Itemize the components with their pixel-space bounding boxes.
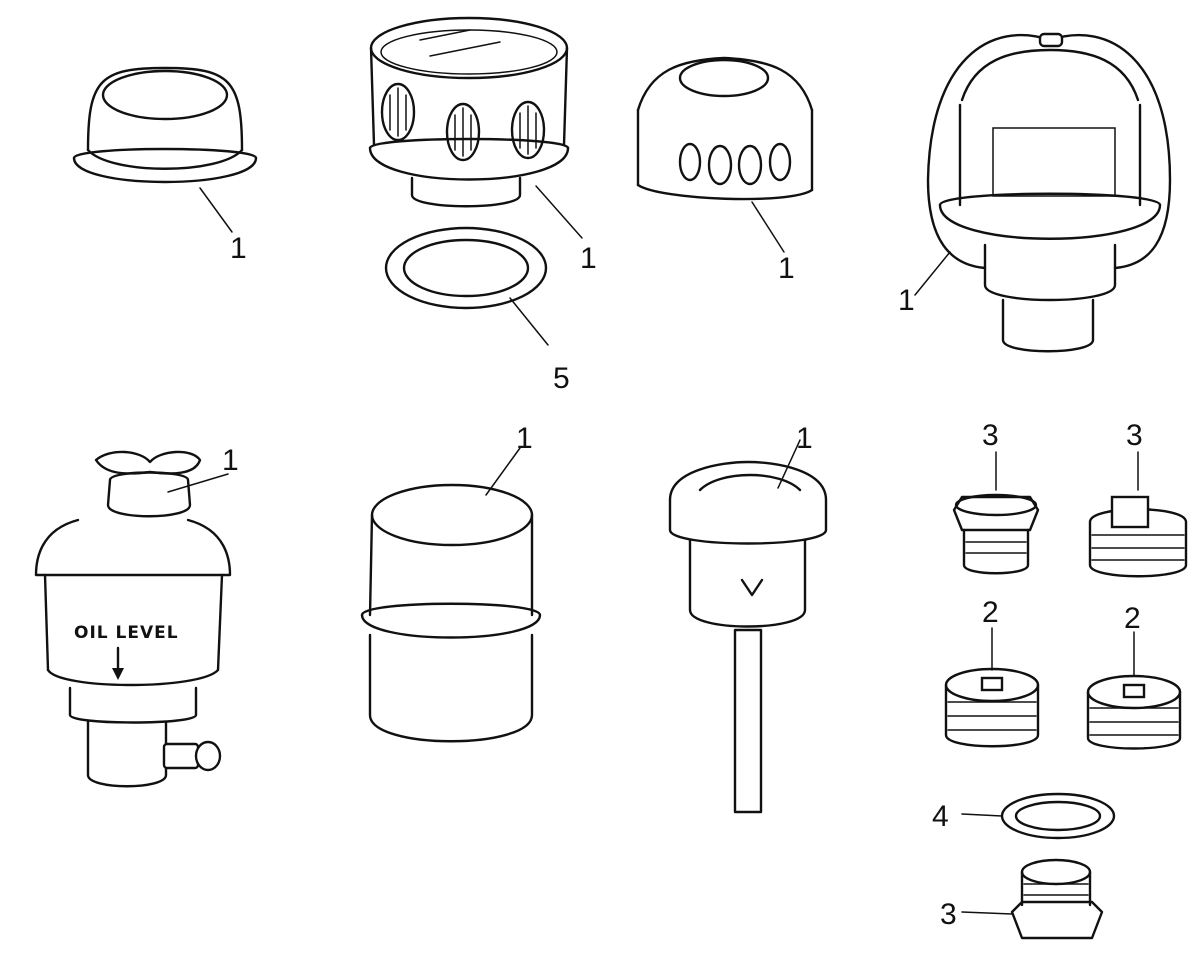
bailed-breather [914, 32, 1172, 353]
callout-1-oiler: 1 [222, 444, 239, 477]
holed-cap [636, 56, 814, 253]
callout-5-gasket: 5 [553, 362, 570, 395]
oiler: OIL LEVEL [34, 450, 232, 788]
callout-1-dipstick: 1 [796, 422, 813, 455]
callout-2-plug-a: 2 [982, 596, 999, 629]
oil-level-text: OIL LEVEL [74, 623, 179, 643]
callout-3-plug-b: 3 [1126, 419, 1143, 452]
callout-1-holes-cap: 1 [778, 252, 795, 285]
canister [360, 447, 542, 743]
square-head-plug-b [1088, 451, 1188, 578]
callout-1-cap: 1 [230, 232, 247, 265]
callout-3-plug-a: 3 [982, 419, 999, 452]
washer [961, 792, 1116, 840]
gasket [384, 226, 549, 346]
callout-2-plug-b: 2 [1124, 602, 1141, 635]
hex-plug-c [961, 858, 1104, 940]
socket-plug-a [944, 627, 1040, 748]
socket-plug-b [1086, 631, 1182, 750]
callout-4-washer: 4 [932, 800, 949, 833]
dipstick-cap [668, 439, 828, 814]
hex-plug-a [952, 451, 1040, 575]
breather-cap [72, 66, 258, 233]
windowed-breather [368, 16, 583, 239]
callout-1-breather: 1 [580, 242, 597, 275]
callout-3-plug-c: 3 [940, 898, 957, 931]
callout-1-canister: 1 [516, 422, 533, 455]
callout-1-bail: 1 [898, 284, 915, 317]
